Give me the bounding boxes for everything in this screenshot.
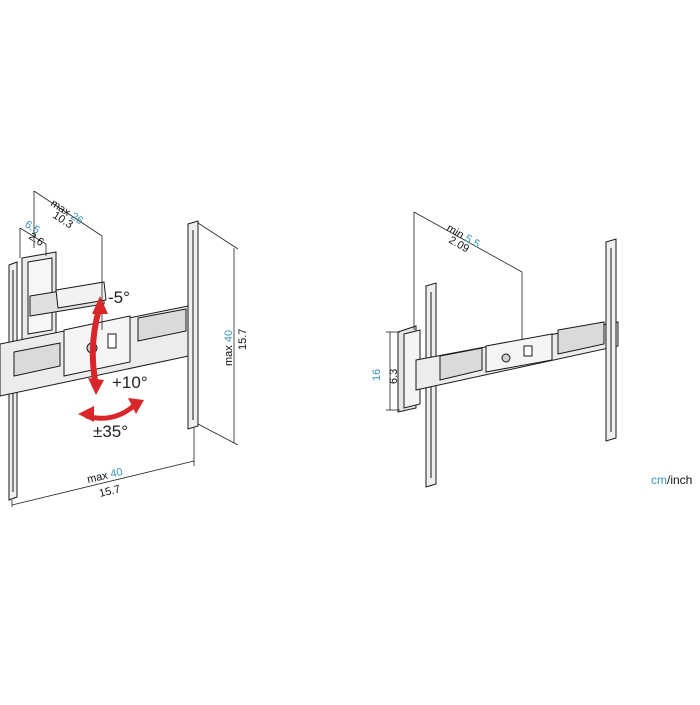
left-dimension-lines	[11, 190, 239, 507]
tilt-up-label: -5°	[108, 288, 130, 307]
units-legend: cm/inch	[651, 473, 692, 487]
tilt-down-label: +10°	[112, 373, 148, 392]
right-mount	[397, 238, 619, 488]
tilt-arrow	[88, 296, 108, 395]
right-dimension-lines	[386, 211, 523, 411]
width-max-label: max 40	[86, 466, 124, 486]
swivel-arrow	[78, 398, 144, 422]
wall-plate-inch: 6.3	[388, 369, 400, 384]
left-mount	[0, 220, 199, 501]
height-inch: 15.7	[237, 329, 249, 350]
width-inch: 15.7	[98, 483, 122, 500]
right-hub	[485, 333, 553, 373]
height-max-label: max 40	[223, 330, 235, 366]
swivel-label: ±35°	[93, 422, 128, 441]
depth-min-inch: 2.6	[26, 230, 45, 248]
wall-plate-cm: 16	[371, 369, 383, 381]
